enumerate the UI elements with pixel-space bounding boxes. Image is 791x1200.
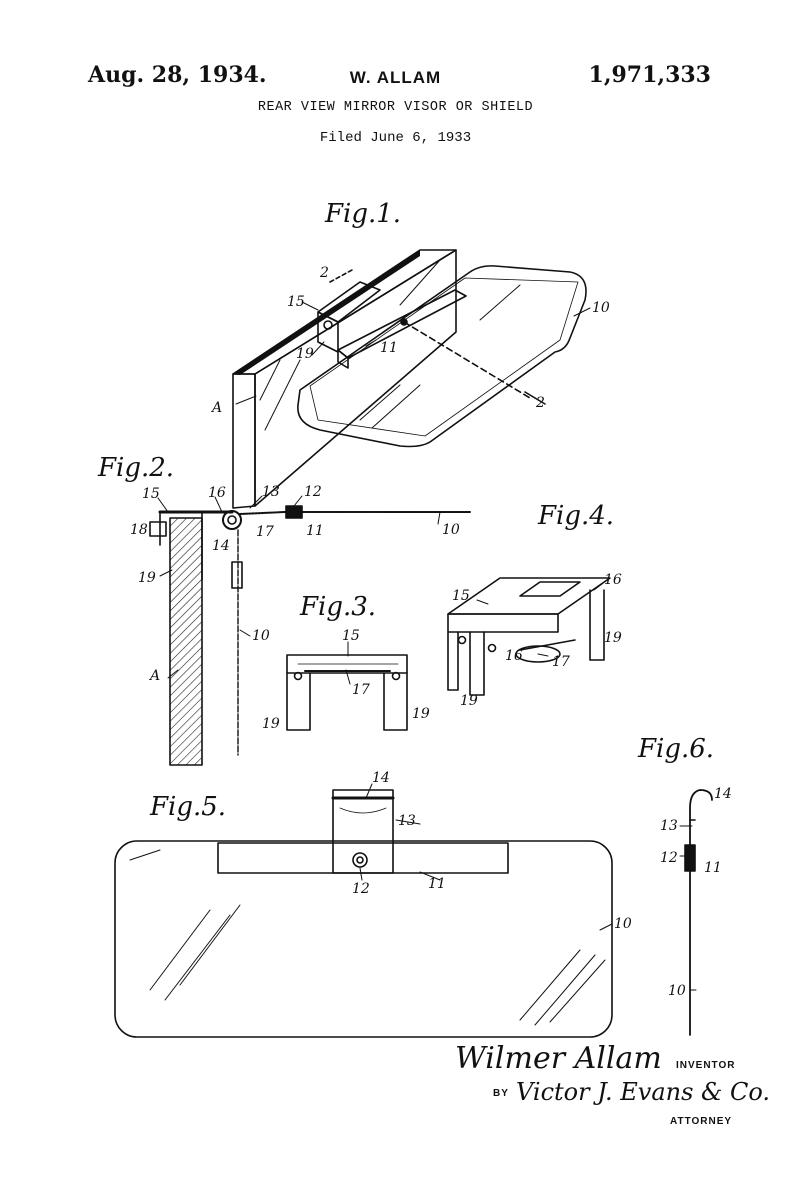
label-13: 13 [262, 484, 280, 500]
label-19: 19 [604, 630, 622, 646]
figure-1 [232, 249, 587, 509]
label-18: 18 [130, 522, 148, 538]
label-12: 12 [352, 881, 370, 897]
fig4-title: Fig.4. [537, 501, 614, 531]
label-19: 19 [138, 570, 156, 586]
label-19: 19 [296, 346, 314, 362]
fig2-block-a [169, 517, 203, 766]
label-10: 10 [668, 983, 686, 999]
label-14: 14 [372, 770, 390, 786]
inventor-caption: INVENTOR [676, 1060, 736, 1071]
fig2-hinge [222, 510, 242, 530]
label-14: 14 [714, 786, 732, 802]
label-10: 10 [614, 916, 632, 932]
label-16: 16 [208, 485, 226, 501]
label-19: 19 [412, 706, 430, 722]
patent-date: Aug. 28, 1934. [88, 62, 267, 88]
patent-title: REAR VIEW MIRROR VISOR OR SHIELD [257, 100, 534, 115]
label-10: 10 [442, 522, 460, 538]
label-13: 13 [398, 813, 416, 829]
attorney-signature: Victor J. Evans & Co. [516, 1078, 770, 1106]
label-2: 2 [319, 265, 329, 281]
filed-date: Filed June 6, 1933 [319, 130, 472, 146]
label-17: 17 [552, 654, 570, 670]
label-11: 11 [428, 876, 446, 892]
figure-4 [447, 577, 611, 696]
leader-lines [157, 301, 697, 991]
label-11: 11 [704, 860, 722, 876]
label-19: 19 [262, 716, 280, 732]
fig6-title: Fig.6. [637, 734, 714, 764]
attorney-caption: ATTORNEY [670, 1116, 732, 1127]
patent-number: 1,971,333 [588, 62, 711, 88]
label-15: 15 [452, 588, 470, 604]
label-15: 15 [342, 628, 360, 644]
figure-5 [114, 789, 613, 1038]
fig2-title: Fig.2. [97, 453, 174, 483]
label-14: 14 [212, 538, 230, 554]
label-2: 2 [535, 395, 545, 411]
label-13: 13 [660, 818, 678, 834]
figure-6 [684, 789, 713, 1036]
label-19: 19 [460, 693, 478, 709]
label-11: 11 [306, 523, 324, 539]
label-10: 10 [252, 628, 270, 644]
label-17: 17 [352, 682, 370, 698]
label-11: 11 [380, 340, 398, 356]
fig1-visor-plate [297, 265, 587, 448]
figure-2 [149, 505, 471, 766]
label-12: 12 [304, 484, 322, 500]
label-a: A [148, 668, 160, 684]
label-15: 15 [287, 294, 305, 310]
by-label: BY [493, 1088, 509, 1099]
inventor-header: W. ALLAM [349, 68, 442, 87]
label-16: 16 [505, 648, 523, 664]
fig1-block-a-side [232, 373, 256, 509]
inventor-signature: Wilmer Allam [455, 1041, 662, 1076]
label-12: 12 [660, 850, 678, 866]
label-a: A [210, 400, 222, 416]
label-17: 17 [256, 524, 274, 540]
fig5-title: Fig.5. [149, 792, 226, 822]
label-15: 15 [142, 486, 160, 502]
figure-3 [286, 654, 408, 731]
fig1-title: Fig.1. [324, 199, 401, 229]
label-16: 16 [604, 572, 622, 588]
fig3-title: Fig.3. [299, 592, 376, 622]
fig5-clip [332, 789, 394, 874]
fig5-visor-plate [114, 840, 613, 1038]
label-10: 10 [592, 300, 610, 316]
